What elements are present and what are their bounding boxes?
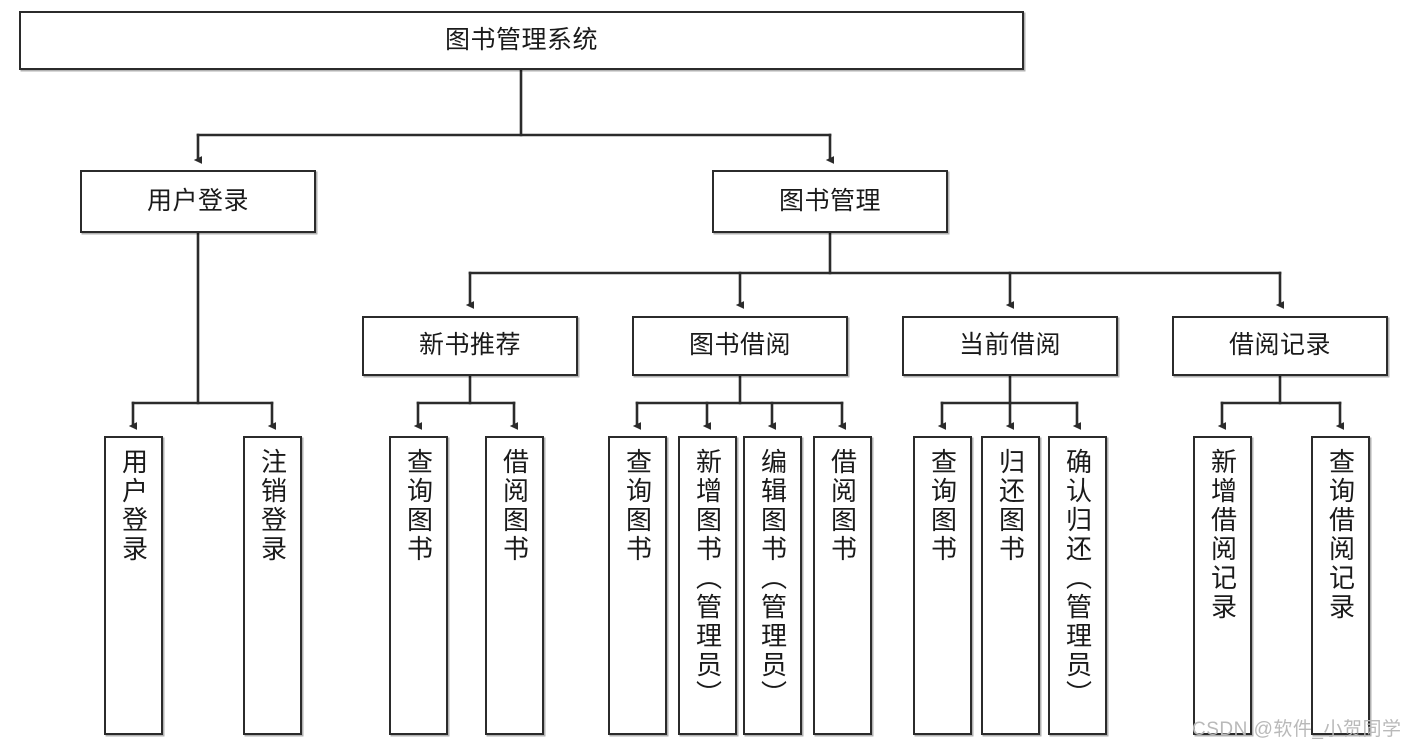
node-label: 查询图书 [403,448,434,564]
node-borrow-record[interactable]: 借阅记录 [1172,316,1388,376]
node-label: 注销登录 [257,448,288,564]
node-label: 借阅图书 [499,448,530,564]
leaf-return-book[interactable]: 归还图书 [981,436,1040,735]
node-label: 新增借阅记录 [1207,448,1238,622]
node-label: 编辑图书（管理员） [757,448,788,709]
node-book-borrow[interactable]: 图书借阅 [632,316,848,376]
node-label: 图书管理系统 [444,25,598,54]
node-label: 新增图书（管理员） [692,448,723,709]
node-label: 新书推荐 [418,331,521,360]
node-new-book-recommend[interactable]: 新书推荐 [362,316,578,376]
leaf-add-book[interactable]: 新增图书（管理员） [678,436,737,735]
node-root-system[interactable]: 图书管理系统 [19,11,1024,70]
leaf-query-book-1[interactable]: 查询图书 [389,436,448,735]
node-current-borrow[interactable]: 当前借阅 [902,316,1118,376]
leaf-query-book-3[interactable]: 查询图书 [913,436,972,735]
node-label: 用户登录 [146,186,249,215]
leaf-confirm-return[interactable]: 确认归还（管理员） [1048,436,1107,735]
leaf-user-login[interactable]: 用户登录 [104,436,163,735]
csdn-watermark: CSDN @软件_小贺同学 [1192,719,1402,740]
node-book-manage[interactable]: 图书管理 [712,170,948,233]
leaf-add-borrow-record[interactable]: 新增借阅记录 [1193,436,1252,735]
node-user-login[interactable]: 用户登录 [80,170,316,233]
leaf-edit-book[interactable]: 编辑图书（管理员） [743,436,802,735]
leaf-logout[interactable]: 注销登录 [243,436,302,735]
node-label: 查询图书 [622,448,653,564]
node-label: 用户登录 [118,448,149,564]
leaf-borrow-book-2[interactable]: 借阅图书 [813,436,872,735]
node-label: 查询图书 [927,448,958,564]
node-label: 当前借阅 [958,331,1061,360]
node-label: 归还图书 [995,448,1026,564]
node-label: 图书管理 [778,186,881,215]
node-label: 图书借阅 [688,331,791,360]
node-label: 借阅图书 [827,448,858,564]
leaf-borrow-book-1[interactable]: 借阅图书 [485,436,544,735]
node-label: 借阅记录 [1228,331,1331,360]
leaf-query-book-2[interactable]: 查询图书 [608,436,667,735]
leaf-query-borrow-record[interactable]: 查询借阅记录 [1311,436,1370,735]
node-label: 查询借阅记录 [1325,448,1356,622]
node-label: 确认归还（管理员） [1062,448,1093,709]
